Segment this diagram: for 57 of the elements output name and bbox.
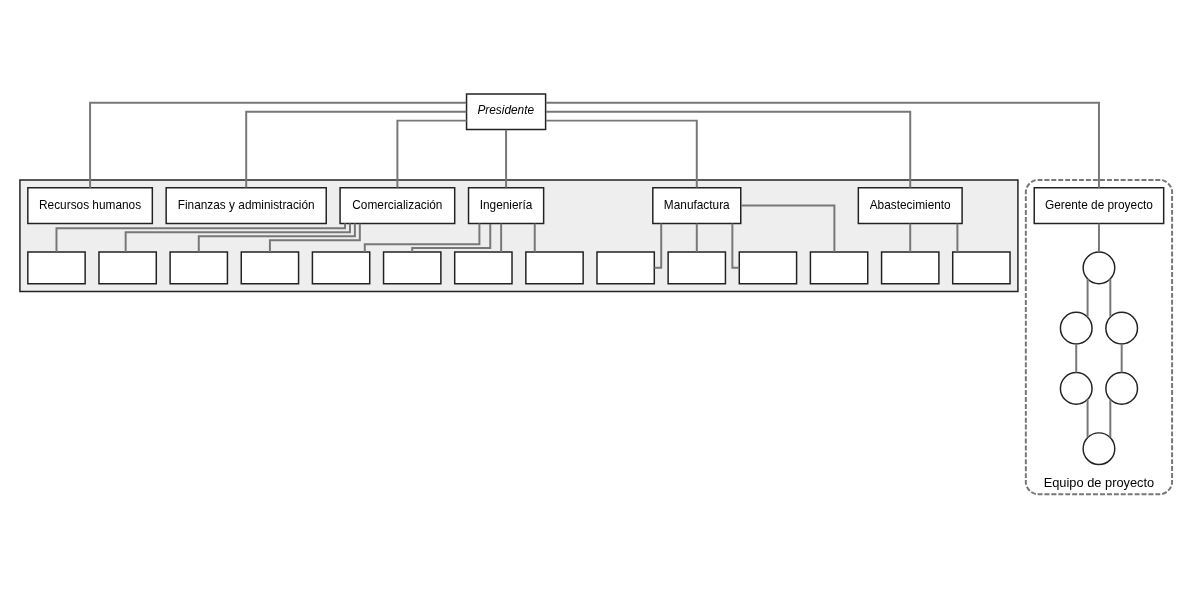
node-circle [1059, 371, 1093, 405]
connector [909, 222, 912, 253]
connector [695, 222, 698, 253]
connector [124, 222, 351, 253]
node-box [240, 250, 300, 284]
node-box: Recursos humanos [27, 186, 154, 224]
node-box: Finanzas y administración [165, 186, 327, 224]
node-box [951, 250, 1011, 284]
connector [1109, 277, 1112, 318]
node-box: Abastecimiento [857, 186, 963, 224]
node-box [738, 250, 798, 284]
node-box [27, 250, 86, 284]
connector [55, 222, 346, 253]
connector [1109, 398, 1112, 438]
node-box [98, 250, 158, 284]
node-box: Comercialización [339, 186, 456, 224]
node-circle [1059, 311, 1093, 345]
node-box: Manufactura [652, 186, 742, 224]
node-circle [1105, 311, 1139, 345]
connector [500, 222, 503, 253]
connector [533, 222, 536, 253]
connector [363, 222, 481, 253]
connector [197, 221, 356, 253]
connector [544, 101, 1100, 189]
connector [1097, 222, 1100, 253]
connector [1075, 342, 1078, 373]
connector [740, 204, 836, 253]
connector [544, 110, 912, 188]
connector [89, 101, 468, 189]
node-circle [1082, 431, 1116, 465]
node-box [667, 250, 727, 284]
connector [245, 110, 468, 188]
node-box [453, 250, 513, 284]
node-box [311, 250, 371, 284]
connector [956, 222, 959, 253]
connector [1120, 342, 1123, 373]
node-box [382, 250, 442, 284]
connector [411, 222, 492, 253]
node-box: Gerente de proyecto [1033, 186, 1165, 224]
node-box [525, 250, 584, 284]
node-circle [1105, 371, 1139, 405]
connector [545, 119, 698, 189]
connector [731, 222, 741, 269]
connector [396, 119, 468, 189]
node-box: Presidente [465, 92, 547, 130]
connector [268, 222, 361, 253]
node-box [880, 250, 940, 284]
node-box [596, 250, 656, 284]
connector [1086, 277, 1089, 318]
node-box [809, 250, 869, 284]
connector [1086, 398, 1089, 438]
connector [505, 128, 508, 189]
node-box [169, 250, 229, 284]
node-box: Ingeniería [467, 186, 545, 224]
cluster [19, 178, 1019, 292]
connector [653, 222, 663, 269]
node-circle [1082, 250, 1116, 284]
